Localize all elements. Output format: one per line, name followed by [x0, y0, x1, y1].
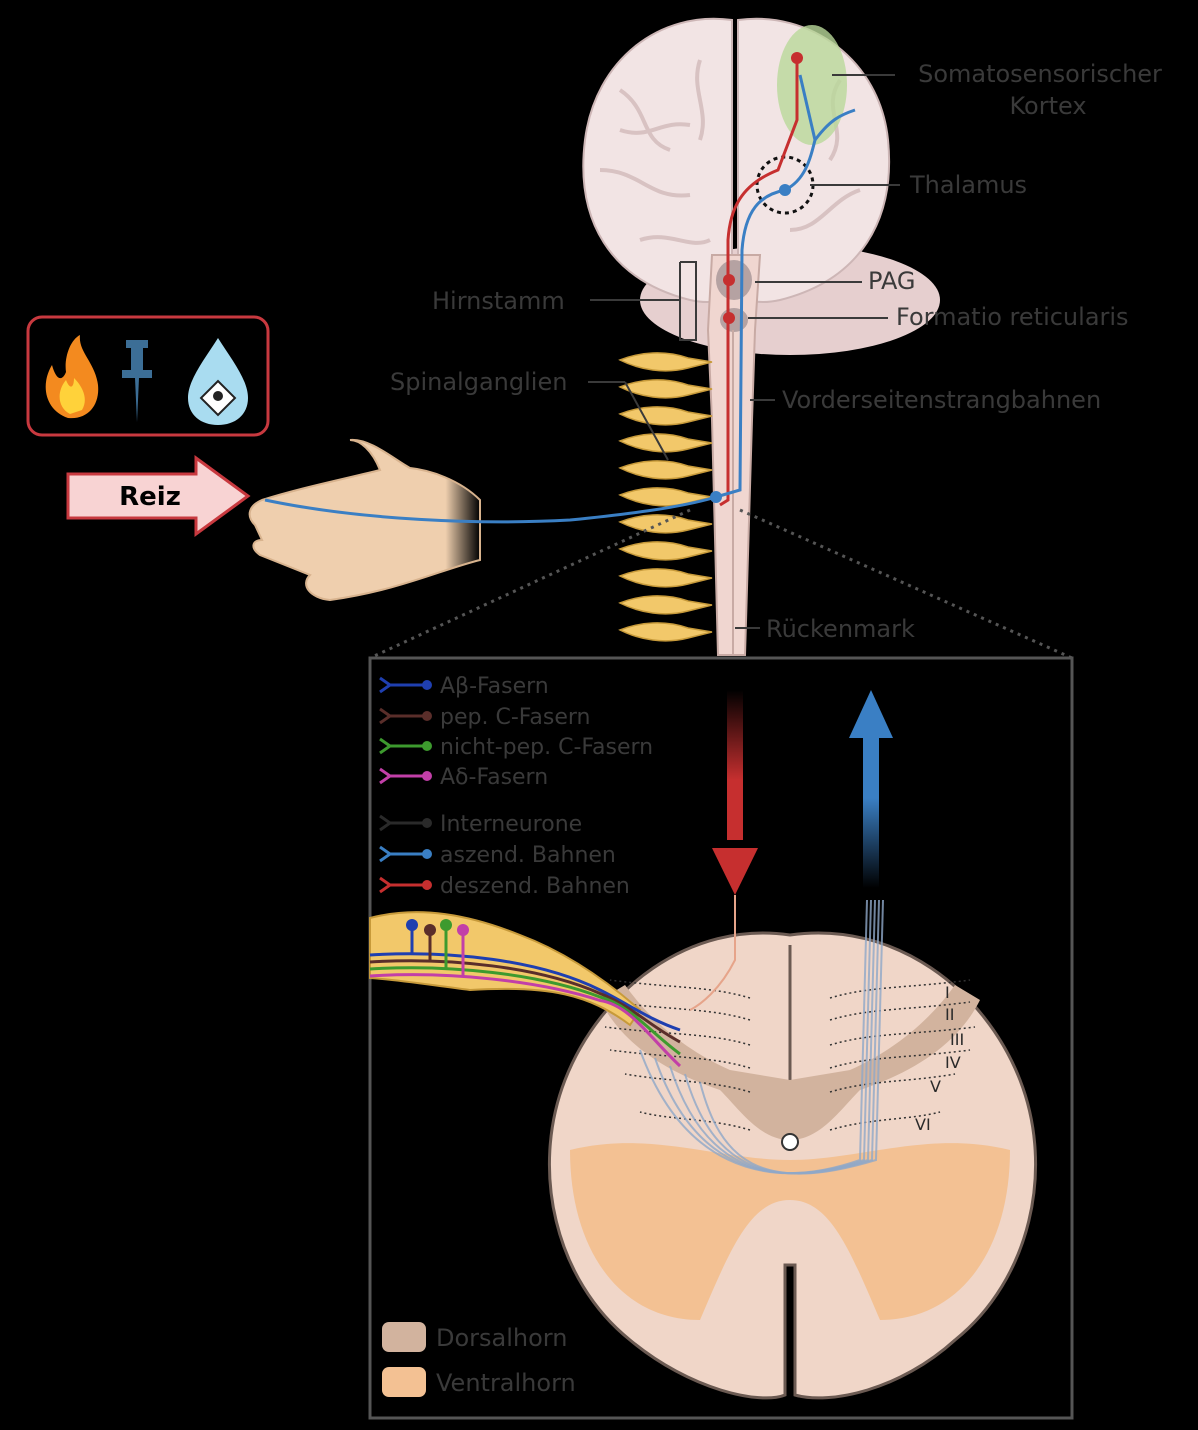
lamina-label: VI: [915, 1115, 931, 1134]
label-anterolateral: Vorderseitenstrangbahnen: [782, 386, 1101, 414]
lamina-label: V: [930, 1077, 941, 1096]
spinal-ganglion: [620, 407, 712, 425]
spinal-ganglion: [620, 434, 712, 452]
region-label: Ventralhorn: [436, 1369, 576, 1397]
stimulus-label: Reiz: [119, 482, 181, 512]
legend-label: nicht-pep. C-Fasern: [440, 735, 653, 760]
spinal-ganglion: [620, 515, 712, 533]
lamina-label: I: [945, 983, 950, 1002]
spinal-ganglion: [620, 461, 712, 479]
spinal-ganglion: [620, 380, 712, 398]
label-formatio: Formatio reticularis: [896, 303, 1129, 331]
spinal-ganglion: [620, 569, 712, 587]
spinal-ganglion: [620, 353, 712, 371]
label-spinal-ganglia: Spinalganglien: [390, 368, 567, 396]
lamina-label: III: [950, 1030, 964, 1049]
legend-label: Aβ-Fasern: [440, 674, 549, 699]
legend-label: pep. C-Fasern: [440, 705, 590, 730]
spinal-ganglion: [620, 596, 712, 614]
region-legend-item: Dorsalhorn: [382, 1322, 567, 1352]
central-canal: [782, 1134, 798, 1150]
region-legend-item: Ventralhorn: [382, 1367, 576, 1397]
legend-label: aszend. Bahnen: [440, 843, 616, 868]
label-spinal-cord: Rückenmark: [766, 615, 915, 643]
legend-label: Aδ-Fasern: [440, 765, 548, 790]
region-label: Dorsalhorn: [436, 1324, 567, 1352]
stimulus-arrow: Reiz: [68, 458, 248, 534]
legend-label: Interneurone: [440, 812, 582, 837]
brain: [583, 19, 940, 355]
lamina-label: II: [945, 1005, 954, 1024]
stimulus-box: [28, 317, 268, 435]
label-brainstem: Hirnstamm: [432, 287, 565, 315]
legend-label: deszend. Bahnen: [440, 874, 630, 899]
region-swatch: [382, 1322, 426, 1352]
label-thalamus: Thalamus: [909, 171, 1027, 199]
spinal-ganglion: [620, 542, 712, 560]
region-swatch: [382, 1367, 426, 1397]
spinal-ganglion: [620, 623, 712, 641]
label-cortex-line1: Somatosensorischer: [918, 60, 1162, 88]
label-pag: PAG: [868, 267, 916, 295]
label-cortex-line2: Kortex: [1009, 92, 1086, 120]
lamina-label: IV: [945, 1053, 961, 1072]
